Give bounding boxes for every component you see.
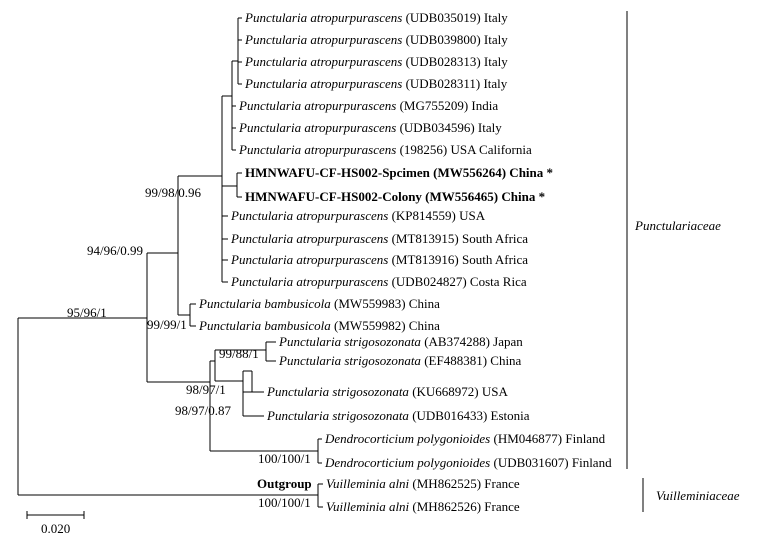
- leaf-label: Punctularia atropurpurascens (UDB028311)…: [244, 76, 508, 91]
- leaf-label: Dendrocorticium polygonioides (UDB031607…: [324, 455, 612, 470]
- leaf-label: Punctularia atropurpurascens (MT813916) …: [230, 252, 528, 267]
- leaf-label: Dendrocorticium polygonioides (HM046877)…: [324, 431, 606, 446]
- leaf-label: Vuilleminia alni (MH862525) France: [326, 476, 520, 491]
- support-label-atro: 99/98/0.96: [145, 185, 201, 200]
- leaf-label: Punctularia atropurpurascens (MG755209) …: [238, 98, 498, 113]
- support-label-vuilleminia: 100/100/1: [258, 495, 311, 510]
- family-label-vuilleminiaceae: Vuilleminiaceae: [656, 488, 740, 503]
- tree-branches: [17, 17, 323, 508]
- leaf-label: Punctularia atropurpurascens (MT813915) …: [230, 231, 528, 246]
- leaf-label: Punctularia strigosozonata (EF488381) Ch…: [278, 353, 522, 368]
- scale-bar: 0.020: [26, 511, 85, 536]
- leaf-label: Punctularia strigosozonata (UDB016433) E…: [266, 408, 530, 423]
- leaf-label: Punctularia atropurpurascens (UDB034596)…: [238, 120, 502, 135]
- support-label-strig-pair: 99/88/1: [219, 346, 259, 361]
- leaf-label: Punctularia atropurpurascens (KP814559) …: [230, 208, 486, 223]
- leaf-label: Vuilleminia alni (MH862526) France: [326, 499, 520, 514]
- leaf-label: Punctularia strigosozonata (KU668972) US…: [266, 384, 508, 399]
- support-label-dendro: 100/100/1: [258, 451, 311, 466]
- support-values: 99/98/0.96 94/96/0.99 95/96/1 99/99/1 99…: [67, 185, 312, 510]
- leaf-label: Punctularia atropurpurascens (UDB028313)…: [244, 54, 508, 69]
- support-label-strig-inner: 98/97/1: [186, 382, 226, 397]
- outgroup-label: Outgroup: [257, 476, 312, 491]
- leaf-label-highlight: HMNWAFU-CF-HS002-Colony (MW556465) China…: [245, 189, 545, 204]
- leaf-label: Punctularia atropurpurascens (UDB039800)…: [244, 32, 508, 47]
- scale-bar-label: 0.020: [41, 521, 70, 536]
- family-label-punctulariaceae: Punctulariaceae: [634, 218, 721, 233]
- support-label-strig-clade: 98/97/0.87: [175, 403, 231, 418]
- support-label-bambusicola: 99/99/1: [147, 317, 187, 332]
- leaf-label-highlight: HMNWAFU-CF-HS002-Spcimen (MW556264) Chin…: [245, 165, 553, 180]
- support-label-atro-bamb: 94/96/0.99: [87, 243, 143, 258]
- leaf-label: Punctularia atropurpurascens (UDB035019)…: [244, 10, 508, 25]
- family-brackets: Punctulariaceae Vuilleminiaceae: [626, 11, 740, 512]
- support-label-punctularia: 95/96/1: [67, 305, 107, 320]
- leaf-label: Punctularia atropurpurascens (198256) US…: [238, 142, 532, 157]
- leaf-label: Punctularia strigosozonata (AB374288) Ja…: [278, 334, 523, 349]
- leaf-label: Punctularia bambusicola (MW559982) China: [198, 318, 440, 333]
- leaf-labels: Punctularia atropurpurascens (UDB035019)…: [198, 10, 612, 514]
- leaf-label: Punctularia atropurpurascens (UDB024827)…: [230, 274, 527, 289]
- leaf-label: Punctularia bambusicola (MW559983) China: [198, 296, 440, 311]
